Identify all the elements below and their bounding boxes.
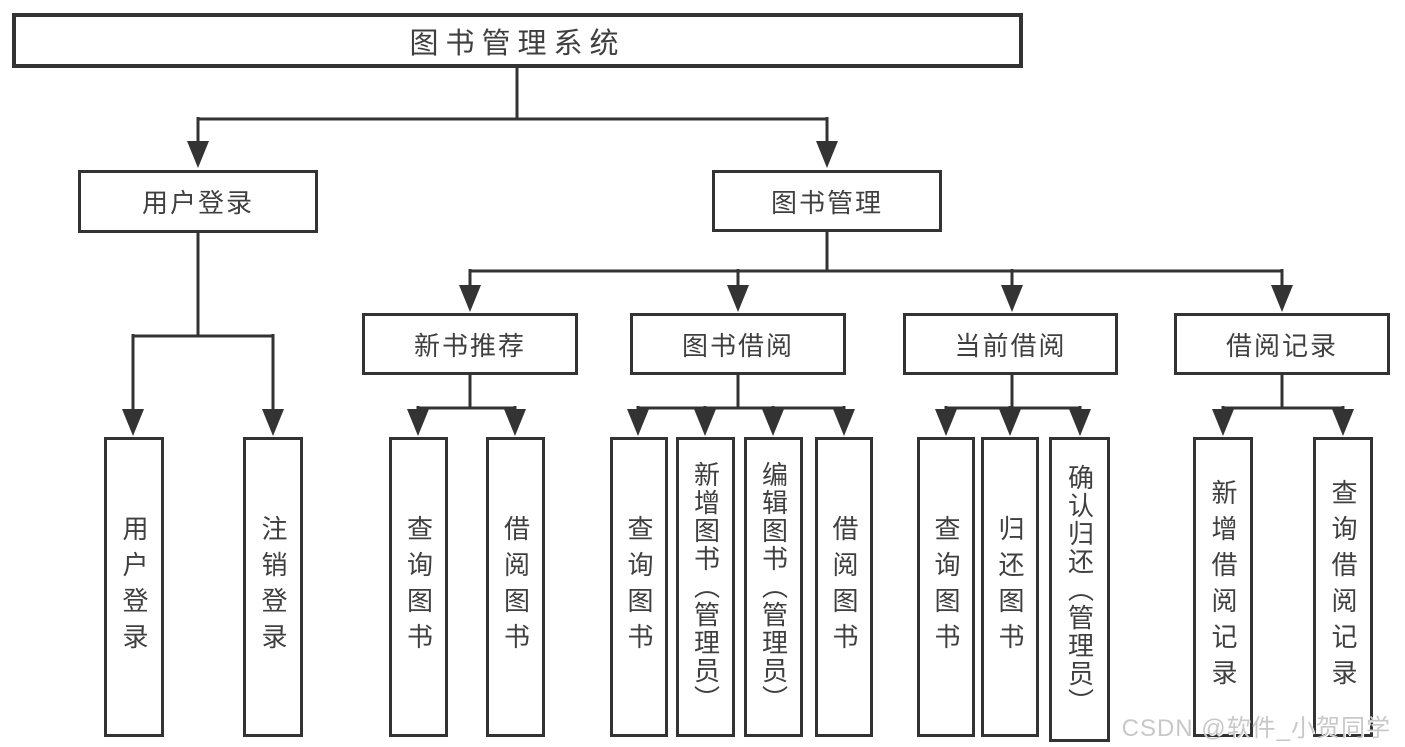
csdn-watermark: CSDN @软件_小贺同学 bbox=[1121, 715, 1391, 742]
node-book-borrow: 图书借阅 bbox=[630, 313, 846, 375]
node-new-book-recommend: 新书推荐 bbox=[362, 313, 578, 375]
node-label: 归还图书 bbox=[995, 515, 1025, 659]
node-current-borrow: 当前借阅 bbox=[903, 313, 1118, 375]
node-label: 图书管理 bbox=[770, 187, 883, 218]
leaf-confirm-return-admin: 确认归还（管理员） bbox=[1049, 437, 1110, 742]
node-label: 编辑图书（管理员） bbox=[758, 461, 789, 713]
node-user-login: 用户登录 bbox=[78, 170, 318, 233]
node-borrow-records: 借阅记录 bbox=[1174, 313, 1390, 375]
leaf-query-books-current: 查询图书 bbox=[917, 437, 975, 737]
node-label: 新增借阅记录 bbox=[1208, 479, 1238, 695]
leaf-add-borrow-record: 新增借阅记录 bbox=[1193, 437, 1253, 737]
node-label: 当前借阅 bbox=[954, 330, 1067, 361]
node-label: 借阅图书 bbox=[500, 515, 531, 659]
node-label: 借阅图书 bbox=[829, 515, 859, 659]
node-library-management-system: 图书管理系统 bbox=[12, 13, 1023, 68]
node-label: 图书管理系统 bbox=[409, 27, 626, 60]
node-label: 新书推荐 bbox=[413, 330, 526, 361]
leaf-add-book-admin: 新增图书（管理员） bbox=[676, 437, 735, 737]
node-label: 用户登录 bbox=[141, 188, 254, 218]
leaf-query-borrow-record: 查询借阅记录 bbox=[1313, 437, 1373, 737]
node-label: 图书借阅 bbox=[681, 330, 794, 361]
leaf-query-books-borrow: 查询图书 bbox=[610, 437, 668, 737]
node-label: 新增图书（管理员） bbox=[690, 461, 721, 713]
node-label: 查询图书 bbox=[931, 515, 961, 659]
leaf-logout: 注销登录 bbox=[243, 437, 303, 737]
leaf-user-login: 用户登录 bbox=[104, 437, 164, 737]
leaf-return-books: 归还图书 bbox=[981, 437, 1039, 737]
node-label: 查询图书 bbox=[403, 515, 434, 659]
node-label: 用户登录 bbox=[119, 515, 149, 659]
leaf-borrow-books: 借阅图书 bbox=[815, 437, 873, 737]
node-label: 借阅记录 bbox=[1225, 330, 1338, 361]
leaf-borrow-books-recommend: 借阅图书 bbox=[486, 437, 545, 737]
arrowheads bbox=[122, 141, 1354, 436]
leaf-query-books-recommend: 查询图书 bbox=[389, 437, 448, 737]
leaf-edit-book-admin: 编辑图书（管理员） bbox=[744, 437, 803, 737]
node-book-management: 图书管理 bbox=[712, 170, 942, 232]
node-label: 注销登录 bbox=[258, 515, 288, 659]
node-label: 查询借阅记录 bbox=[1328, 479, 1358, 695]
node-label: 查询图书 bbox=[624, 515, 654, 659]
node-label: 确认归还（管理员） bbox=[1064, 463, 1095, 716]
